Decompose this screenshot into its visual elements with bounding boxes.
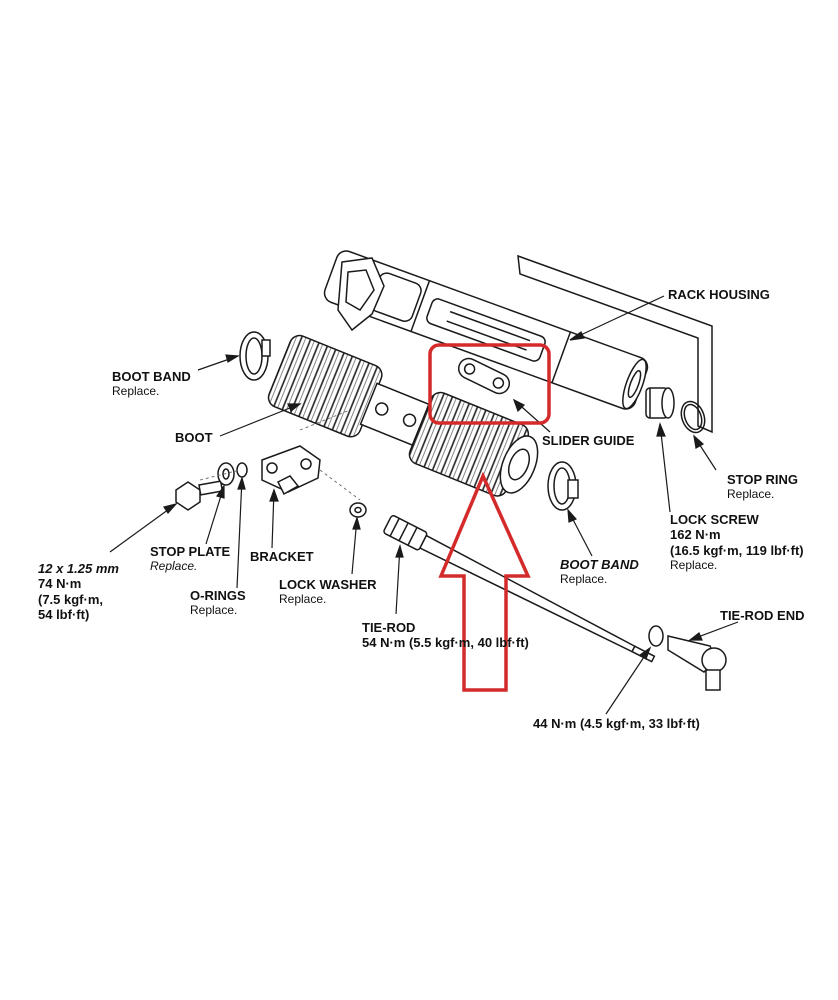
lock-screw-label: LOCK SCREW 162 N·m (16.5 kgf·m, 119 lbf·… bbox=[670, 512, 804, 572]
rack-housing-part bbox=[323, 250, 713, 434]
stop-ring-label: STOP RING Replace. bbox=[727, 472, 799, 502]
tie-rod-end-label: TIE-ROD END bbox=[720, 608, 805, 623]
slider-guide-part bbox=[457, 357, 511, 395]
boot-band-right-label: BOOT BAND Replace. bbox=[560, 557, 639, 587]
leader-lines bbox=[109, 295, 739, 715]
tie-rod-label: TIE-ROD 54 N·m (5.5 kgf·m, 40 lbf·ft) bbox=[362, 620, 529, 651]
tie-rod-end-torque-label: 44 N·m (4.5 kgf·m, 33 lbf·ft) bbox=[533, 716, 700, 731]
tie-rod-part bbox=[383, 515, 656, 663]
boot-band-right-part bbox=[547, 461, 579, 511]
lock-screw-part bbox=[645, 387, 675, 419]
red-highlight-arrow bbox=[438, 471, 531, 692]
stop-ring-part bbox=[680, 400, 706, 434]
boot-label: BOOT bbox=[175, 430, 213, 445]
rack-housing-label: RACK HOUSING bbox=[668, 287, 770, 302]
boot-band-top-label: BOOT BAND Replace. bbox=[112, 369, 191, 399]
bracket-label: BRACKET bbox=[250, 549, 314, 564]
lock-washer-label: LOCK WASHER Replace. bbox=[279, 577, 377, 607]
bolt-part bbox=[175, 480, 224, 511]
stop-plate-part bbox=[217, 462, 235, 486]
stop-plate-label: STOP PLATE Replace. bbox=[150, 544, 231, 574]
o-rings-label: O-RINGS Replace. bbox=[190, 588, 246, 618]
slider-guide-label: SLIDER GUIDE bbox=[542, 433, 635, 448]
boot-part bbox=[267, 334, 539, 497]
boot-band-top-part bbox=[239, 331, 271, 381]
lock-washer-part bbox=[349, 502, 367, 518]
bolt-spec-label: 12 x 1.25 mm 74 N·m (7.5 kgf·m, 54 lbf·f… bbox=[38, 561, 119, 622]
o-rings-part bbox=[236, 462, 248, 478]
tie-rod-end-part bbox=[648, 625, 727, 691]
slider-guide-highlight-box bbox=[428, 343, 551, 425]
alignment-lines bbox=[199, 409, 361, 501]
bracket-part bbox=[261, 445, 321, 496]
